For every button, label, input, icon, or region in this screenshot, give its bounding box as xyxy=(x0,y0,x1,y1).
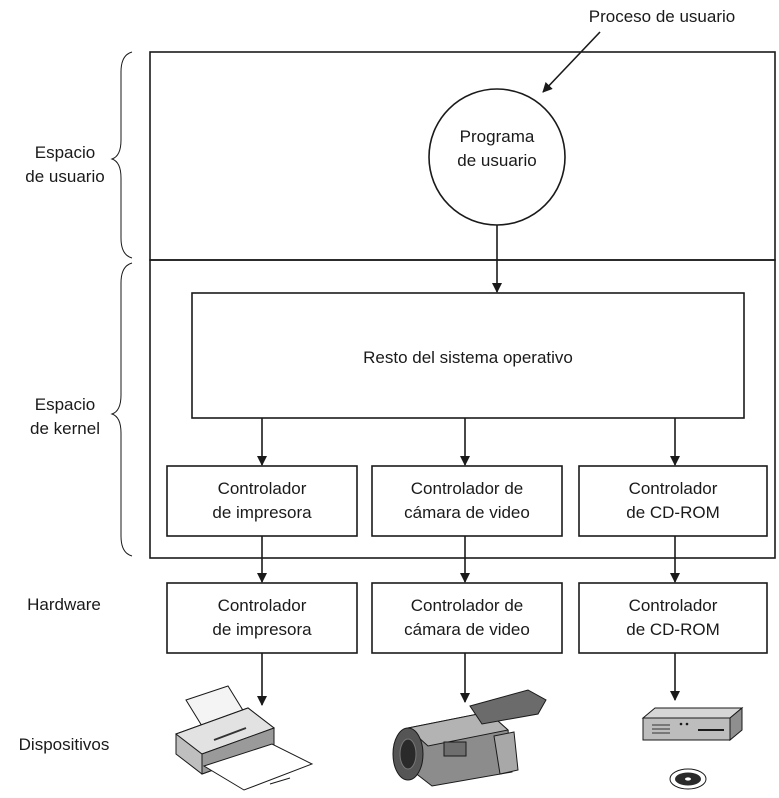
user-space-brace xyxy=(110,51,133,259)
user-program-label-line1: Programa xyxy=(460,127,535,146)
printer-controller-label-line2: de impresora xyxy=(212,620,312,639)
kernel-space-label-line2: de kernel xyxy=(30,419,100,438)
camera-driver-box xyxy=(371,465,563,537)
cdrom-driver-label-line2: de CD-ROM xyxy=(626,503,720,522)
printer-controller-label-line1: Controlador xyxy=(218,596,307,615)
rest-of-os-box xyxy=(191,292,745,419)
camera-controller-label-line1: Controlador de xyxy=(411,596,523,615)
camera-controller-box xyxy=(371,582,563,654)
camcorder-icon xyxy=(392,689,547,787)
printer-driver-box xyxy=(166,465,358,537)
printer-driver-label-line1: Controlador xyxy=(218,479,307,498)
camera-driver-label-line1: Controlador de xyxy=(411,479,523,498)
cdrom-drive-icon xyxy=(641,706,744,790)
cdrom-driver-box xyxy=(578,465,768,537)
kernel-space-label-line1: Espacio xyxy=(35,395,95,414)
devices-label: Dispositivos xyxy=(19,735,110,754)
kernel-space-frame xyxy=(149,259,776,559)
cdrom-controller-label-line2: de CD-ROM xyxy=(626,620,720,639)
cdrom-controller-box xyxy=(578,582,768,654)
user-space-label-line1: Espacio xyxy=(35,143,95,162)
user-program-label-line2: de usuario xyxy=(457,151,536,170)
camera-controller-label-line2: cámara de video xyxy=(404,620,530,639)
printer-driver-label-line2: de impresora xyxy=(212,503,312,522)
user-process-label: Proceso de usuario xyxy=(589,7,735,26)
rest-of-os-label: Resto del sistema operativo xyxy=(363,348,573,367)
user-process-arrow xyxy=(542,31,601,93)
printer-icon xyxy=(174,685,314,791)
hardware-label: Hardware xyxy=(27,595,101,614)
camera-driver-label-line2: cámara de video xyxy=(404,503,530,522)
kernel-space-brace xyxy=(110,262,133,557)
cdrom-controller-label-line1: Controlador xyxy=(629,596,718,615)
user-space-label-line2: de usuario xyxy=(25,167,104,186)
cdrom-driver-label-line1: Controlador xyxy=(629,479,718,498)
printer-controller-box xyxy=(166,582,358,654)
